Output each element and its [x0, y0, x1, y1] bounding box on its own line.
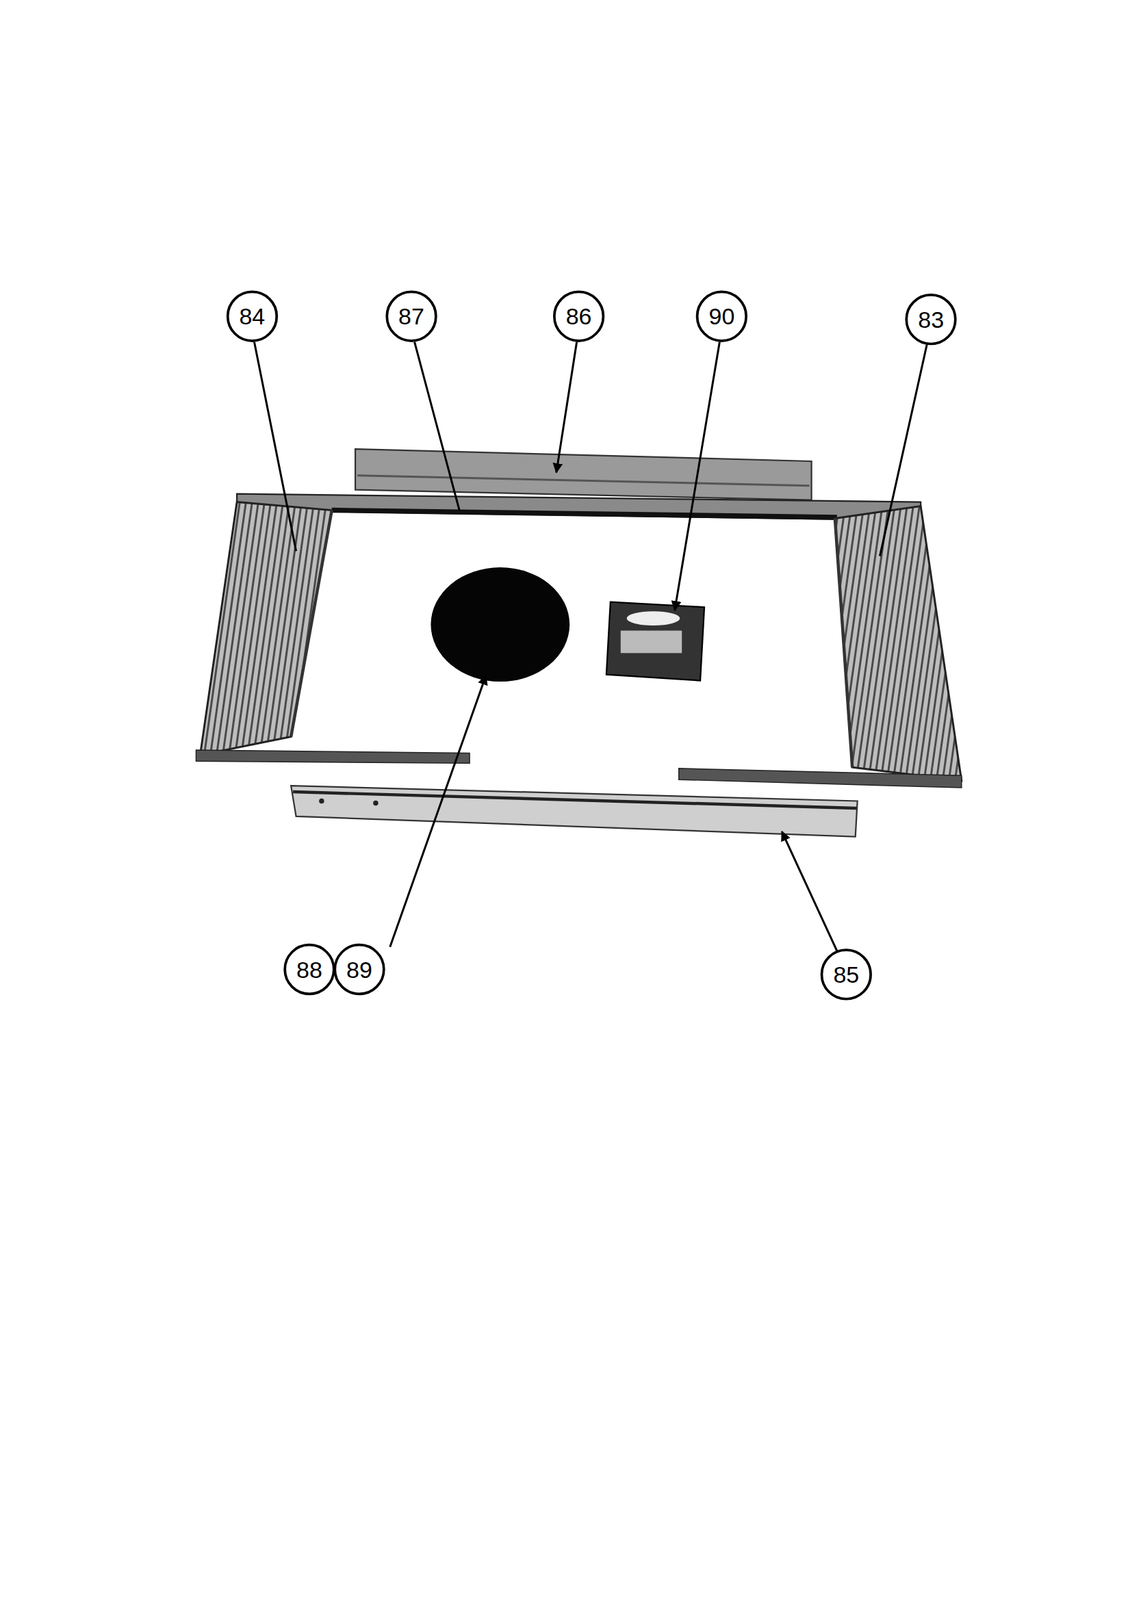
- callout-number: 86: [566, 304, 593, 328]
- callout-number: 83: [917, 308, 944, 332]
- top-rail: [236, 494, 921, 521]
- leader-lines: [253, 342, 927, 952]
- callout-number: 85: [832, 963, 860, 987]
- left-curtain: [199, 502, 332, 756]
- right-curtain: [835, 506, 962, 781]
- callout-number: 84: [238, 304, 265, 328]
- bottom-rail-left: [195, 750, 470, 764]
- callout-number: 87: [398, 304, 425, 328]
- sill-rail: [290, 785, 858, 838]
- top-channel: [355, 449, 812, 501]
- callout-number: 89: [346, 958, 373, 982]
- bottom-rail-right: [678, 768, 962, 788]
- callout-number: 88: [296, 958, 323, 982]
- callout-circles: [227, 291, 956, 999]
- hardware-packet: [606, 602, 705, 682]
- callout-number: 90: [708, 304, 735, 328]
- foam-seal-roll: [430, 567, 570, 682]
